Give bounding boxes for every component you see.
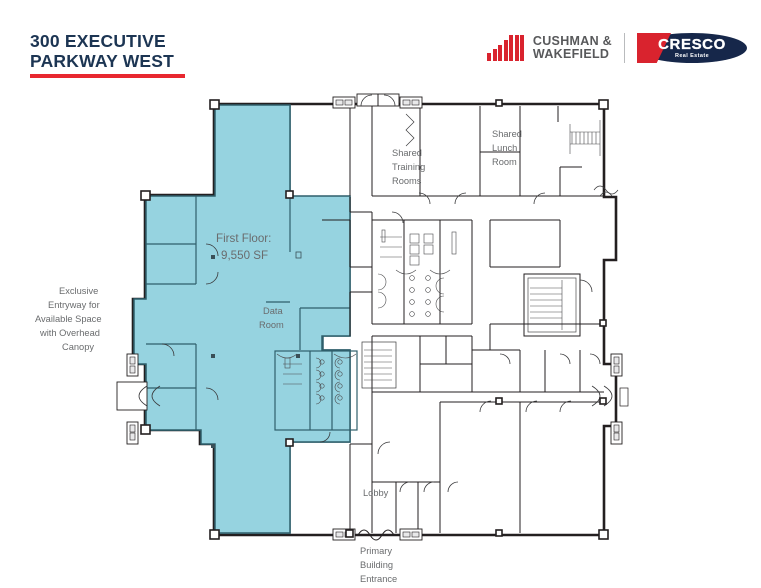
data-room-line-2: Room — [259, 320, 284, 330]
cushman-wakefield-wordmark: CUSHMAN & WAKEFIELD — [533, 35, 612, 61]
shared-lunch-room-label: Shared Lunch Room — [492, 129, 522, 167]
entryway-line-5: Canopy — [62, 342, 94, 352]
data-room-line-1: Data — [263, 306, 283, 316]
entrance-line-3: Entrance — [360, 574, 397, 584]
cresco-wordmark: CRESCO Real Estate — [637, 33, 747, 63]
cw-line-1: CUSHMAN & — [532, 34, 612, 48]
suite-restroom-core — [274, 350, 358, 431]
logo-divider — [624, 33, 625, 63]
cw-line-2: WAKEFIELD — [532, 47, 610, 61]
shared-training-line-3: Rooms — [392, 176, 422, 186]
shared-lunch-line-1: Shared — [492, 129, 522, 139]
window-top-left — [332, 96, 356, 109]
interior-walls-east — [322, 106, 604, 533]
logo-area: CUSHMAN & WAKEFIELD CRESCO Real Estate — [487, 28, 747, 68]
window-right-lower — [610, 421, 623, 445]
shared-lunch-line-3: Room — [492, 157, 517, 167]
shared-training-rooms-label: Shared Training Rooms — [392, 148, 425, 186]
suite-area-label: First Floor: 9,550 SF — [216, 232, 271, 262]
entryway-line-4: with Overhead — [39, 328, 100, 338]
entrance-line-2: Building — [360, 560, 393, 570]
window-top-right — [399, 96, 423, 109]
window-left-lower — [126, 421, 139, 445]
title-line-1: 300 EXECUTIVE — [30, 31, 166, 51]
cresco-logo: CRESCO Real Estate — [637, 31, 747, 65]
floor-plan: First Floor: 9,550 SF Data Room — [0, 92, 761, 588]
suite-label-line-2: 9,550 SF — [221, 249, 268, 262]
entryway-line-1: Exclusive — [59, 286, 98, 296]
cresco-name: CRESCO — [658, 35, 726, 53]
suite-outlet-marks — [211, 251, 302, 448]
page-header: 300 EXECUTIVE PARKWAY WEST CUSHMAN & WAK… — [0, 0, 761, 92]
door-swings — [161, 192, 601, 493]
cresco-subtitle: Real Estate — [674, 52, 710, 59]
structural-columns — [140, 99, 609, 540]
exclusive-entryway-annotation: Exclusive Entryway for Available Space w… — [35, 286, 102, 352]
window-right-upper — [610, 353, 623, 377]
suite-label-line-1: First Floor: — [216, 232, 271, 245]
exterior-windows — [116, 93, 629, 541]
curtain-wall-detail — [405, 113, 619, 197]
page-title: 300 EXECUTIVE PARKWAY WEST — [30, 31, 185, 78]
shared-lunch-line-2: Lunch — [492, 143, 517, 153]
primary-entrance-label: Primary Building Entrance — [360, 546, 397, 584]
suite-interior-partitions — [145, 196, 291, 430]
entryway-line-2: Entryway for — [48, 300, 100, 310]
window-left-upper — [126, 353, 139, 377]
exclusive-entryway-doors — [116, 381, 161, 411]
data-room-walls — [299, 307, 350, 350]
window-bottom-right — [399, 528, 423, 541]
entryway-line-3: Available Space — [35, 314, 102, 324]
entrance-line-1: Primary — [360, 546, 392, 556]
shared-training-line-1: Shared — [392, 148, 422, 158]
available-suite-shape — [133, 104, 351, 534]
data-room-label: Data Room — [259, 306, 284, 330]
lobby-label: Lobby — [363, 488, 389, 498]
cushman-wakefield-building-icon — [487, 35, 526, 61]
cushman-wakefield-logo: CUSHMAN & WAKEFIELD — [487, 31, 612, 65]
shared-training-line-2: Training — [392, 162, 425, 172]
title-line-2: PARKWAY WEST — [30, 51, 175, 71]
title-accent-rule — [30, 74, 185, 78]
right-entry-doors — [591, 385, 629, 407]
